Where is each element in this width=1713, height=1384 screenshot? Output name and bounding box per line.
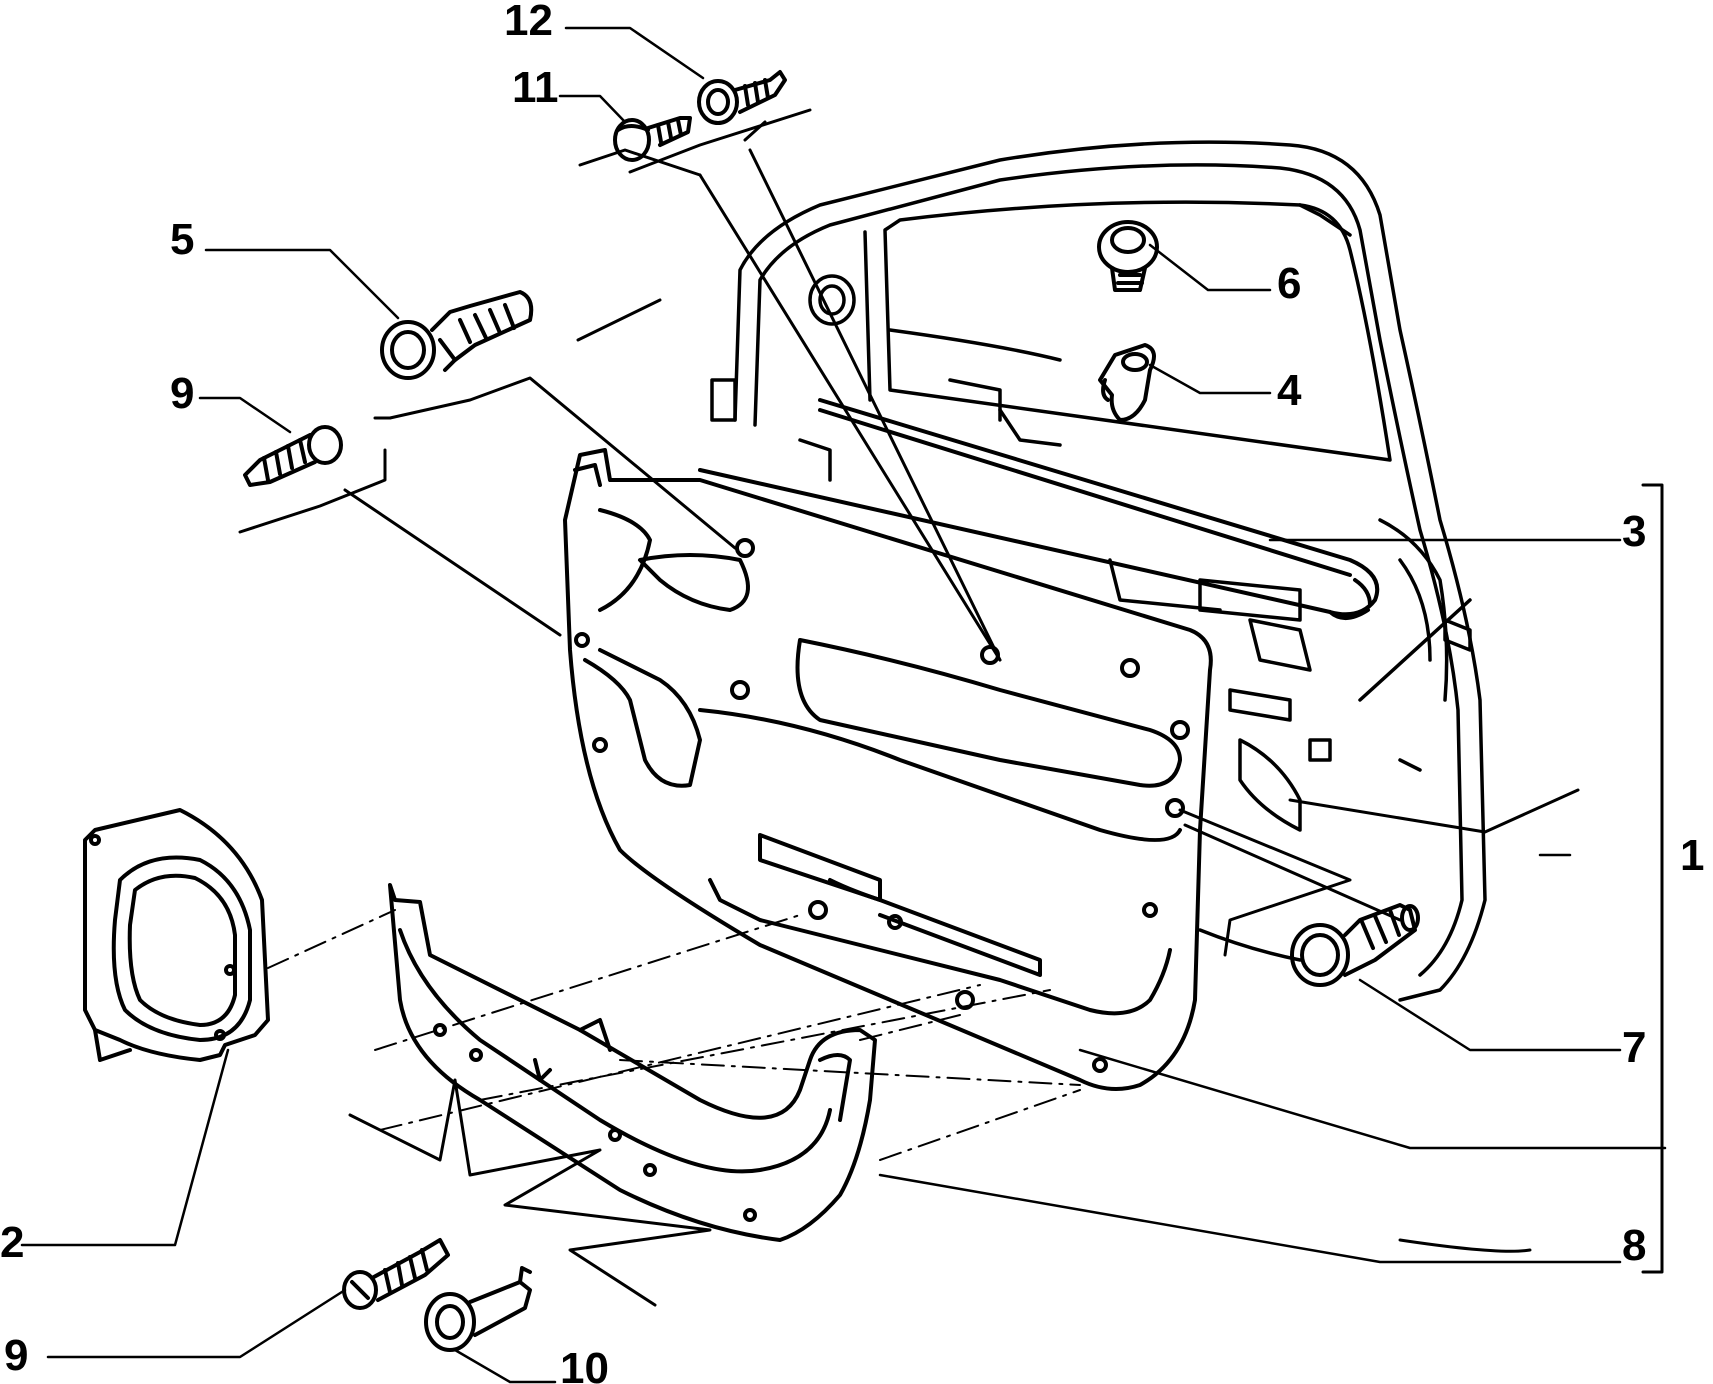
callout-4: 4 bbox=[1277, 366, 1302, 415]
door-trim-panel bbox=[563, 448, 1213, 1091]
speaker-cover bbox=[83, 808, 270, 1062]
callout-1: 1 bbox=[1680, 831, 1704, 880]
callout-10: 10 bbox=[560, 1344, 609, 1384]
callout-7: 7 bbox=[1622, 1023, 1646, 1072]
screw-9-bottom bbox=[342, 1238, 450, 1310]
clip-10 bbox=[424, 1266, 532, 1352]
alignment-lines bbox=[267, 909, 1081, 1161]
leader-lines bbox=[20, 26, 1667, 1384]
callout-5: 5 bbox=[170, 215, 194, 264]
callout-11: 11 bbox=[512, 63, 559, 112]
plug-7 bbox=[1290, 903, 1420, 987]
plug-5 bbox=[380, 290, 534, 380]
screw-9-top bbox=[243, 425, 343, 487]
callout-8: 8 bbox=[1622, 1221, 1646, 1270]
callout-6: 6 bbox=[1277, 259, 1301, 308]
clip-6 bbox=[1097, 220, 1159, 292]
window-seal-strip bbox=[698, 398, 1380, 620]
callout-2: 2 bbox=[0, 1218, 24, 1267]
callout-12: 12 bbox=[504, 0, 553, 45]
screw-12 bbox=[697, 70, 787, 125]
bracket-group-1 bbox=[1641, 483, 1664, 1274]
screw-11 bbox=[613, 116, 692, 162]
callout-9-top: 9 bbox=[170, 369, 194, 418]
lower-pocket-trim bbox=[388, 883, 877, 1242]
callout-3: 3 bbox=[1622, 507, 1646, 556]
clip-4 bbox=[1098, 343, 1156, 422]
door-frame bbox=[710, 140, 1487, 1002]
assembly-lines bbox=[238, 108, 1580, 1307]
callout-9-bottom: 9 bbox=[4, 1331, 28, 1380]
